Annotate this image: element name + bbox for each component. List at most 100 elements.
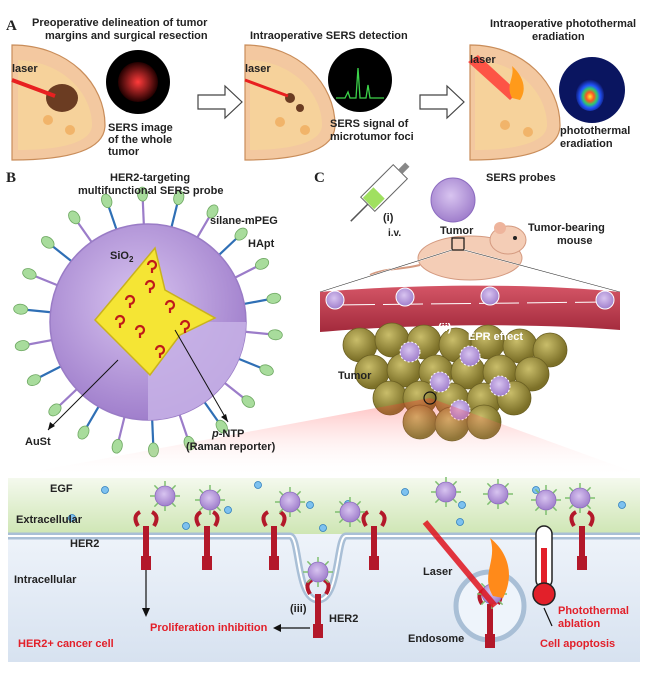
sers-probe-particle bbox=[435, 481, 457, 503]
egf-molecule bbox=[254, 481, 262, 489]
arrow-step1-to-step2 bbox=[197, 84, 243, 120]
mouse-illustration bbox=[369, 222, 527, 281]
tumor-label: Tumor bbox=[338, 370, 372, 382]
step2-caption-line2: microtumor foci bbox=[330, 131, 414, 143]
egf-molecule bbox=[182, 522, 190, 530]
step1-caption-line1: SERS image bbox=[108, 122, 173, 134]
shell-cutaway bbox=[148, 322, 246, 420]
aust-pointer bbox=[47, 359, 119, 431]
panel-a-graphics bbox=[11, 44, 625, 161]
hapt-aptamer bbox=[241, 395, 255, 408]
hapt-aptamer bbox=[173, 190, 185, 206]
sers-probe-particle bbox=[487, 483, 509, 505]
hapt-aptamer bbox=[266, 292, 282, 304]
hapt-aptamer bbox=[215, 419, 228, 434]
hapt-aptamer bbox=[234, 227, 248, 241]
hapt-aptamer bbox=[41, 236, 55, 249]
step1-title-line1: Preoperative delineation of tumor bbox=[32, 17, 208, 29]
panel-a-letter: A bbox=[6, 18, 17, 34]
step3-title-line1: Intraoperative photothermal bbox=[490, 18, 637, 30]
sio2-label: SiO2 bbox=[110, 250, 134, 265]
step1-caption-line2: of the whole bbox=[108, 134, 173, 146]
hapt-aptamer bbox=[267, 329, 283, 341]
egf-molecule bbox=[319, 524, 327, 532]
hapt-aptamer bbox=[259, 364, 274, 376]
egf-molecule bbox=[224, 506, 232, 514]
sers-probe-particle bbox=[307, 561, 329, 583]
accumulated-probe bbox=[459, 345, 481, 367]
sers-probe-particle bbox=[569, 487, 591, 509]
iv-label: i.v. bbox=[388, 228, 402, 239]
photothermal-ablation-line1: Photothermal bbox=[558, 605, 629, 617]
raman-reporter-molecule bbox=[164, 299, 176, 313]
step2-title: Intraoperative SERS detection bbox=[250, 30, 408, 42]
arrow-step2-to-step3 bbox=[419, 84, 465, 120]
sers-probes-label: SERS probes bbox=[486, 172, 556, 184]
epr-effect-label: EPR effect bbox=[468, 331, 524, 343]
pntp-pointer bbox=[174, 329, 229, 423]
raman-reporters bbox=[114, 259, 191, 358]
hapt-aptamer bbox=[111, 438, 123, 454]
hapt-aptamer bbox=[255, 258, 270, 270]
sers-signal-circle bbox=[328, 48, 392, 112]
step1-laser-label: laser bbox=[12, 63, 38, 75]
sers-probe-particle bbox=[199, 489, 221, 511]
circulating-probe bbox=[395, 287, 415, 307]
step3-caption-line1: photothermal bbox=[560, 125, 631, 137]
egf-molecule bbox=[458, 501, 466, 509]
egf-molecule bbox=[101, 486, 109, 494]
breast-illustration-2 bbox=[244, 44, 336, 161]
step3-caption-line2: eradiation bbox=[560, 138, 613, 150]
tumor-bearing-mouse-line2: mouse bbox=[557, 235, 593, 247]
circulating-probe bbox=[480, 286, 500, 306]
her2-receptor bbox=[569, 510, 595, 570]
her2-receptor bbox=[261, 510, 287, 570]
raman-reporter-molecule bbox=[134, 324, 146, 338]
probe-ligands bbox=[13, 186, 283, 458]
thermometer-icon bbox=[532, 525, 556, 606]
step3-title-line2: eradiation bbox=[532, 31, 585, 43]
circulating-probe bbox=[595, 290, 615, 310]
apoptosis-arrow bbox=[543, 607, 553, 627]
raman-reporter-molecule bbox=[179, 319, 191, 333]
step1-caption-line3: tumor bbox=[108, 146, 140, 158]
egf-molecule bbox=[618, 501, 626, 509]
sers-probe-particle bbox=[535, 489, 557, 511]
raman-reporter-molecule bbox=[144, 279, 156, 293]
proliferation-inhibition-label: Proliferation inhibition bbox=[150, 622, 268, 634]
step-i-label: (i) bbox=[383, 212, 394, 224]
her2-left-label: HER2 bbox=[70, 538, 100, 550]
hapt-aptamer bbox=[206, 204, 219, 219]
raman-reporter-label: (Raman reporter) bbox=[186, 441, 276, 453]
step3-laser-label: laser bbox=[470, 54, 496, 66]
egf-molecule bbox=[456, 518, 464, 526]
photothermal-ablation-line2: ablation bbox=[558, 618, 601, 630]
tumor-cell bbox=[532, 332, 568, 368]
panel-b-letter: B bbox=[6, 170, 17, 186]
hapt-aptamer bbox=[68, 210, 81, 225]
hapt-aptamer bbox=[48, 403, 62, 417]
sers-probe-particle bbox=[154, 485, 176, 507]
accumulated-probe bbox=[489, 375, 511, 397]
hapt-aptamer bbox=[13, 303, 29, 315]
panel-b-graphics bbox=[13, 186, 283, 458]
panel-c-letter: C bbox=[314, 170, 325, 186]
probe-title-line1: HER2-targeting bbox=[110, 172, 191, 184]
tumor-cell bbox=[514, 356, 550, 392]
silane-mpeg-label: silane-mPEG bbox=[210, 215, 278, 227]
hapt-aptamer bbox=[101, 193, 113, 209]
sers-probe-particle bbox=[279, 491, 301, 513]
step-iii-label: (iii) bbox=[290, 603, 307, 615]
laser-label: Laser bbox=[423, 566, 453, 578]
hapt-label: HApt bbox=[248, 238, 275, 250]
hapt-aptamer bbox=[22, 268, 37, 280]
hapt-aptamer bbox=[14, 340, 30, 352]
egf-label: EGF bbox=[50, 483, 73, 495]
step-ii-label: (ii) bbox=[438, 322, 452, 334]
step1-title-line2: margins and surgical resection bbox=[45, 30, 208, 42]
hapt-aptamer bbox=[77, 425, 90, 440]
her2-receptor bbox=[305, 578, 331, 638]
circulating-probe bbox=[325, 290, 345, 310]
endosome-label: Endosome bbox=[408, 633, 465, 645]
